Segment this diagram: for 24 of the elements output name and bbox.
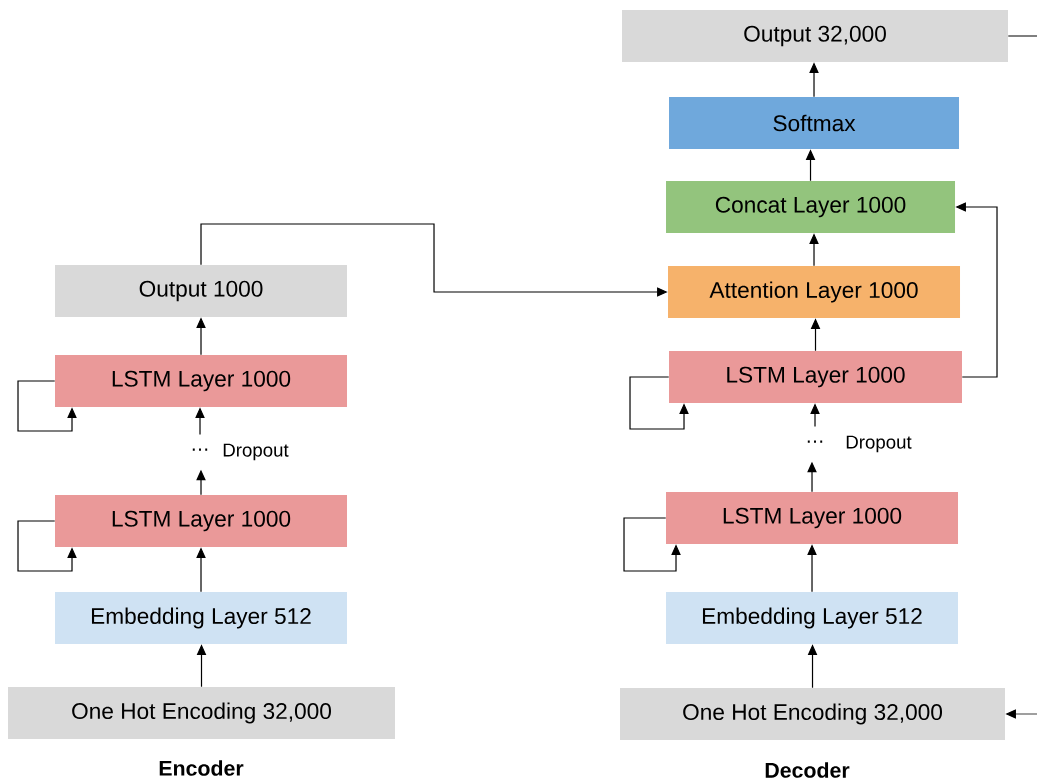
dropout-label: Dropout [846,435,912,453]
layer-box: Embedding Layer 512 [666,592,958,644]
layer-box: Concat Layer 1000 [666,181,955,233]
connector-line [1007,35,1037,37]
dropout-label: Dropout [223,443,289,461]
layer-box: LSTM Layer 1000 [669,351,962,403]
section-label: Decoder [765,762,850,778]
layer-box: Softmax [669,97,959,149]
layer-box: Embedding Layer 512 [55,592,347,644]
loop-arrow [17,520,77,572]
layer-box: Attention Layer 1000 [668,266,960,318]
layer-box: Output 32,000 [622,10,1008,62]
loop-arrow [623,517,681,572]
loop-arrow [17,380,77,432]
layer-box: One Hot Encoding 32,000 [620,688,1005,740]
ellipsis-symbol: ⋯ [192,448,208,451]
section-label: Encoder [159,760,244,776]
layer-box: LSTM Layer 1000 [666,492,958,544]
ellipsis-symbol: ⋯ [807,440,823,443]
layer-box: Output 1000 [55,265,347,317]
layer-box: LSTM Layer 1000 [55,495,347,547]
layer-box: One Hot Encoding 32,000 [8,687,395,739]
loop-arrow [629,376,689,430]
layer-box: LSTM Layer 1000 [55,355,347,407]
